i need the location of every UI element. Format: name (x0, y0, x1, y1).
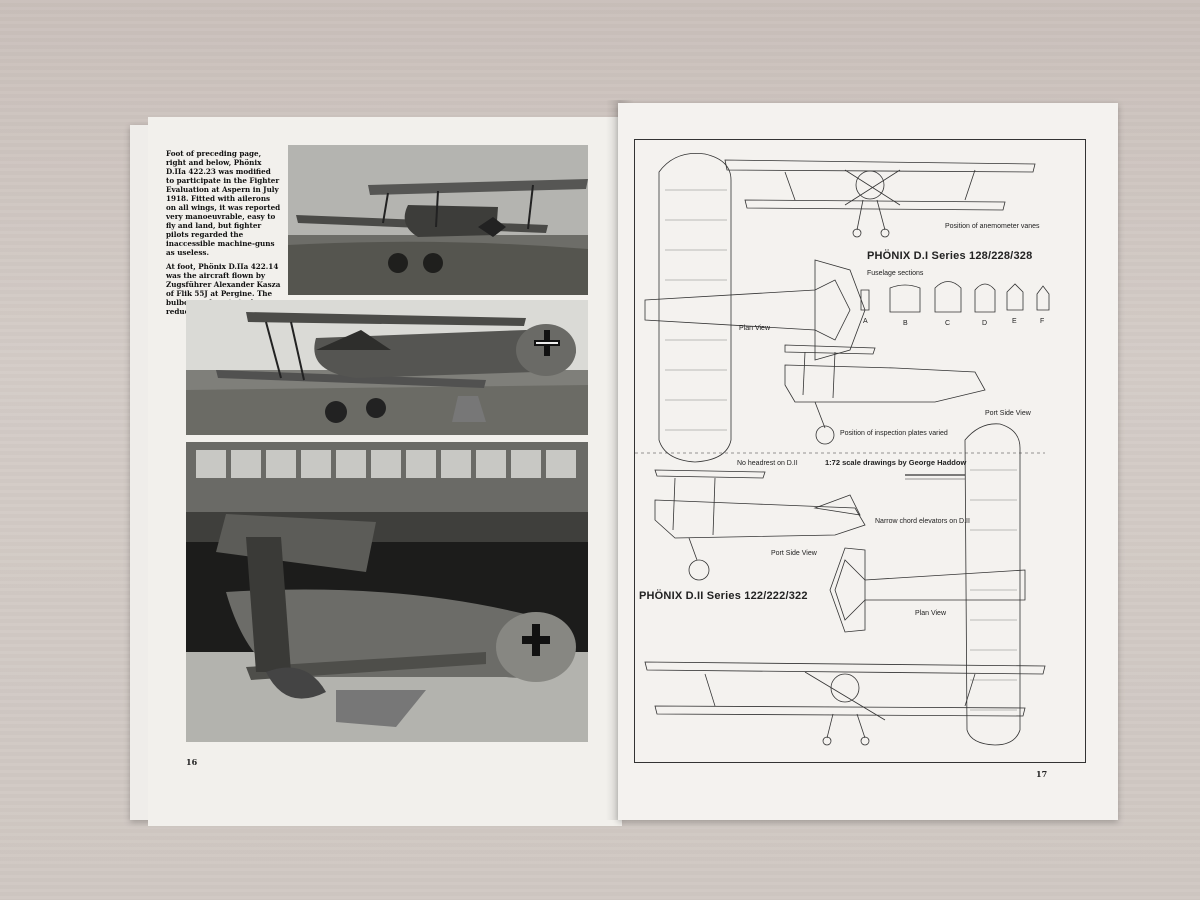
right-page: Position of anemometer vanes PHÖNIX D.I … (618, 103, 1118, 820)
section-letter-f: F (1040, 318, 1045, 325)
page-number-right: 17 (1036, 769, 1048, 779)
section-letter-b: B (903, 320, 908, 327)
headrest-note: No headrest on D.II (737, 460, 798, 467)
section-letter-a: A (863, 318, 868, 325)
section-letter-c: C (945, 320, 951, 327)
section-letter-d: D (982, 320, 988, 327)
anemometer-note: Position of anemometer vanes (945, 223, 1040, 230)
title-phonix-d1: PHÖNIX D.I Series 128/228/328 (867, 250, 1033, 262)
plan-view-label-d1: Plan View (739, 325, 771, 332)
inspection-plates-note: Position of inspection plates varied (840, 430, 948, 437)
aircraft-line-drawings (635, 153, 1050, 746)
title-phonix-d2: PHÖNIX D.II Series 122/222/322 (639, 590, 808, 602)
caption-paragraph-1: Foot of preceding page, right and below,… (166, 149, 281, 257)
elevator-note: Narrow chord elevators on D.II (875, 518, 970, 525)
scale-drawing-frame: Position of anemometer vanes PHÖNIX D.I … (634, 139, 1086, 763)
open-magazine: Foot of preceding page, right and below,… (130, 95, 1120, 826)
scale-attribution: 1:72 scale drawings by George Haddow (825, 458, 967, 467)
photo-biplane-hangar-field (186, 300, 588, 435)
plan-view-label-d2: Plan View (915, 610, 947, 617)
section-letter-e: E (1012, 318, 1017, 325)
page-number-left: 16 (186, 757, 198, 767)
fuselage-sections-label: Fuselage sections (867, 270, 924, 277)
photo-biplane-in-hangar (186, 442, 588, 742)
port-side-view-label-d2: Port Side View (771, 550, 817, 557)
port-side-view-label-d1: Port Side View (985, 410, 1031, 417)
photo-caption: Foot of preceding page, right and below,… (166, 149, 281, 321)
photo-biplane-side (288, 145, 588, 295)
left-page: Foot of preceding page, right and below,… (130, 117, 622, 826)
